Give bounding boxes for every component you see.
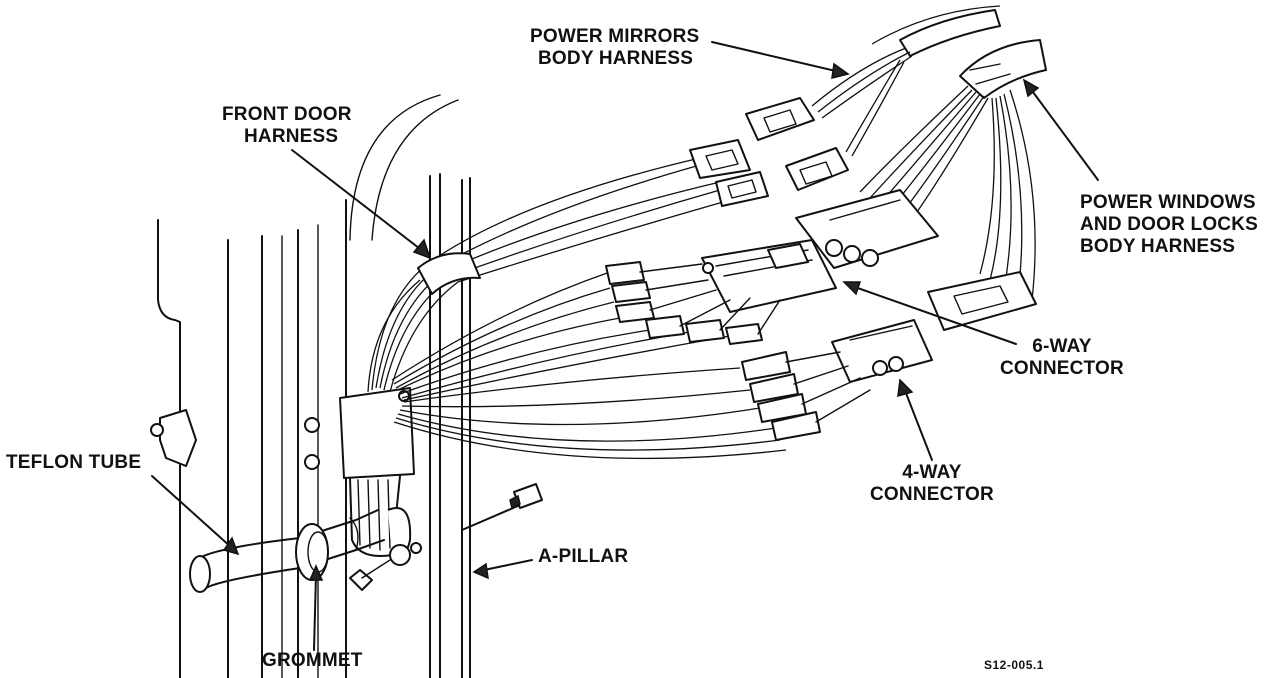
label-power-windows-line1: POWER WINDOWS <box>1080 192 1256 213</box>
label-power-mirrors: POWER MIRRORS BODY HARNESS <box>530 26 699 70</box>
label-six-way-connector: 6-WAY CONNECTOR <box>1000 336 1124 380</box>
windows-connector-lower <box>927 271 1037 331</box>
label-a-pillar: A-PILLAR <box>538 546 629 567</box>
label-front-door-line1: FRONT DOOR <box>222 104 352 125</box>
mirror-connector-lower <box>785 147 849 191</box>
label-four-way-connector: 4-WAY CONNECTOR <box>870 462 994 506</box>
door-connector-lower <box>715 171 769 207</box>
label-front-door-line2: HARNESS <box>244 126 339 147</box>
power-mirrors-harness <box>811 5 1001 157</box>
label-power-windows-line2: AND DOOR LOCKS <box>1080 214 1259 235</box>
six-way-terminals <box>605 261 781 345</box>
lower-harness <box>349 475 422 591</box>
grommet-part <box>295 523 329 581</box>
label-front-door-harness: FRONT DOOR HARNESS <box>222 104 352 148</box>
leader-teflon-tube <box>151 475 240 556</box>
leader-a-pillar <box>472 559 533 580</box>
figure-id: S12-005.1 <box>984 658 1044 672</box>
label-four-way-line1: 4-WAY <box>902 462 962 483</box>
door-connector-upper <box>689 139 751 179</box>
leader-grommet <box>308 564 324 651</box>
mounting-plate <box>339 387 415 479</box>
leader-power-windows <box>1022 78 1099 181</box>
mirror-connector-upper <box>745 97 815 141</box>
four-way-connector-shape <box>831 319 933 383</box>
screw <box>509 483 543 510</box>
leader-front-door <box>291 149 432 260</box>
teflon-tube <box>189 509 385 593</box>
a-pillar-panel <box>429 173 521 678</box>
six-way-connector-shape <box>701 239 837 313</box>
label-power-mirrors-line2: BODY HARNESS <box>538 48 694 69</box>
main-harness <box>367 157 787 460</box>
label-six-way-line1: 6-WAY <box>1032 336 1092 357</box>
windows-connector-upper <box>795 189 939 269</box>
leader-four-way <box>897 378 933 461</box>
four-way-terminals <box>741 351 871 441</box>
label-power-windows-line3: BODY HARNESS <box>1080 236 1236 257</box>
leader-six-way <box>842 281 1017 345</box>
label-teflon-tube: TEFLON TUBE <box>6 452 142 473</box>
door-frame <box>150 94 459 678</box>
label-four-way-line2: CONNECTOR <box>870 484 994 505</box>
label-grommet: GROMMET <box>262 650 363 671</box>
label-power-windows: POWER WINDOWS AND DOOR LOCKS BODY HARNES… <box>1080 192 1258 258</box>
label-six-way-line2: CONNECTOR <box>1000 358 1124 379</box>
leader-power-mirrors <box>711 41 850 79</box>
label-power-mirrors-line1: POWER MIRRORS <box>530 26 700 47</box>
